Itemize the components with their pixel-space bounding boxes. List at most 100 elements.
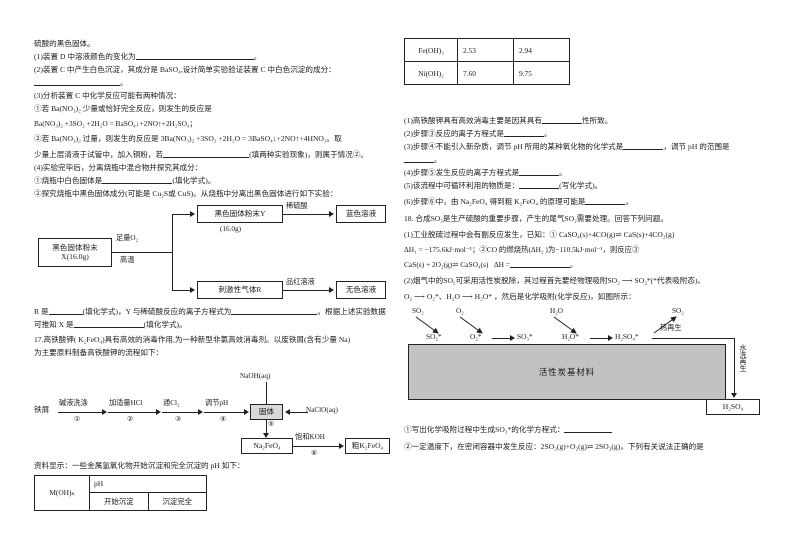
activated-carbon-block: 活性炭基材料 — [408, 343, 726, 400]
q18-part-2-line1: (2)烟气中的SO₂可采用活性炭脱除，其过程首先要经物理吸附SO₂ ⟶ SO₂*… — [404, 276, 706, 286]
flow1-start-box: 黑色固体粉末X(16.0g) — [38, 238, 112, 268]
flow2-step-3-num: ③ — [175, 415, 182, 424]
ph-table-left: M(OH)ₙ pH 开始沉淀 沉淀完全 — [34, 474, 207, 511]
flow1-condition-bottom: 高温 — [120, 256, 135, 265]
q16-part-3-sub2: ②若 Ba(NO₃)₂ 过量，则发生的反应是 3Ba(NO₃)₂ +3SO₂ +… — [34, 133, 342, 143]
ph-table-start-ph: 2.53 — [457, 38, 514, 62]
q16-part-4-sub2: ②探究烧瓶中黑色固体成分(可能是 Cu₂S或 CuS)。从烧瓶中分离出黑色固体进… — [34, 189, 338, 199]
flow2-start-label: 铁屑 — [34, 405, 50, 415]
thermal-regeneration-label: 热再生 — [660, 323, 682, 332]
arrow-icon — [190, 211, 195, 218]
ph-table-subheader-complete: 沉淀完全 — [147, 491, 207, 511]
ph-table-subheader-start: 开始沉淀 — [89, 491, 149, 511]
arrow-icon — [198, 409, 203, 416]
species-h2so4-ads: H₂SO₄* — [615, 331, 639, 341]
flow2-naclo-label: NaClO(aq) — [306, 406, 338, 415]
q18-stem: 18. 合成SO₃是生产硫酸的重要步骤，产生的尾气SO₂需要处理。回答下列问题。 — [404, 214, 668, 224]
flow2-line — [162, 412, 198, 414]
q16-part-2-blank-line: 。 — [34, 77, 390, 88]
flow1-Y-mass: (16.0g) — [220, 225, 241, 234]
table-row: Ni(OH)₂ 7.60 9.75 — [404, 61, 570, 85]
diagonal-arrows — [415, 316, 677, 334]
answer-blank[interactable] — [509, 267, 570, 269]
flowchart-potassium-ferrate: 铁屑 碱液洗涤 ① 加适量HCl ② 通Cl₂ ③ 调节pH ④ NaOH(aq… — [34, 362, 390, 458]
wash-regeneration-label: 水洗再生 — [739, 343, 747, 372]
ph-table-row-header: M(OH)ₙ — [34, 474, 90, 511]
answer-blank[interactable] — [48, 314, 83, 316]
arrow-icon — [329, 211, 334, 218]
answer-blank[interactable] — [503, 135, 544, 137]
answer-blank[interactable] — [541, 123, 582, 124]
flow2-koh-label: 饱和KOH — [295, 433, 325, 442]
species-h2o-ads: H₂O* — [562, 331, 579, 341]
arrow-icon — [608, 334, 613, 341]
q18-part-1: (1)工业脱硫过程中会有副反应发生，已知：① CaSO₄(s)+4CO(g)⇌ … — [404, 229, 675, 239]
answer-blank[interactable] — [519, 187, 560, 189]
q18-part-2-line2: O₂ ⟶ O₂*、H₂O ⟶ H₂O* ，然后是化学吸附(化学反应)，如图所示： — [404, 291, 636, 301]
answer-blank[interactable] — [519, 174, 560, 176]
arrow-icon — [329, 287, 334, 294]
q17-question-1: (1)高铁酸钾具有高效消毒主要是因其具有性所致。 — [404, 116, 613, 125]
answer-blank[interactable] — [623, 148, 664, 150]
species-o2-ads: O₂* — [470, 331, 482, 341]
ph-table-right: Fe(OH)₃ 2.53 2.94 Ni(OH)₂ 7.60 9.75 — [404, 38, 570, 85]
wash-line-vertical — [734, 337, 735, 394]
flow2-step-1-label: 碱液洗涤 — [59, 399, 88, 408]
flow2-step-2-label: 加适量HCl — [109, 399, 143, 408]
flow1-branch-top-line — [172, 214, 190, 216]
flow1-line — [283, 214, 329, 216]
q18-enthalpy-line: ΔH₁ = −175.6kJ·mol⁻¹；②CO 的燃烧热(ΔH₂ )为−110… — [404, 245, 640, 255]
q16-part-4: (4)实验完毕后，分离烧瓶中混合物并探究其成分： — [34, 163, 203, 173]
equation-1: Ba(NO₃)₂ +3SO₂ +2H₂O = BaSO₄↓+2NO↑+2H₂SO… — [34, 118, 197, 128]
gas-label-so2-right: SO₂ — [672, 306, 684, 315]
after-flow1-line2: 可推知 X 是(填化学式)。 — [34, 320, 187, 330]
q16-part-2: (2)装置 C 中产生白色沉淀，其成分是 BaSO₄,设计简单实验验证装置 C … — [34, 64, 336, 74]
flow2-line — [58, 412, 102, 414]
flow1-box-colorless-solution: 无色溶液 — [336, 281, 386, 300]
flow2-step-6-num: ⑥ — [311, 449, 318, 458]
q17-question-4: (4)步骤⑤发生反应的离子方程式是。 — [404, 167, 567, 177]
answer-blank[interactable] — [564, 431, 613, 433]
answer-blank[interactable] — [585, 203, 626, 205]
flow1-line — [112, 252, 172, 254]
q16-part-1: (1)装置 D 中溶液颜色的变化为。 — [34, 51, 262, 61]
ph-table-complete-ph: 9.75 — [513, 61, 570, 85]
arrow-icon — [731, 392, 737, 398]
chain-line — [590, 337, 608, 339]
q18-sub-question-1: ①写出化学吸附过程中生成SO₃*的化学方程式： — [404, 424, 782, 435]
flow2-box-product: 粗K₂FeO₄ — [345, 438, 390, 455]
arrow-icon — [339, 443, 344, 450]
gas-label-o2: O₂ — [456, 306, 464, 315]
flow2-naoh-label: NaOH(aq) — [240, 372, 271, 381]
answer-blank[interactable] — [102, 183, 173, 185]
arrow-icon — [510, 334, 515, 341]
answer-blank[interactable] — [404, 161, 434, 163]
flow1-box-blue-solution: 蓝色溶液 — [336, 205, 386, 224]
flow2-line — [290, 412, 308, 414]
arrow-icon — [190, 287, 195, 294]
flow1-branch-bottom-line — [172, 290, 190, 292]
table-row: Fe(OH)₃ 2.53 2.94 — [404, 38, 570, 62]
answer-blank[interactable] — [231, 314, 318, 316]
flow2-line — [204, 412, 244, 414]
species-so2-ads: SO₂* — [426, 331, 442, 341]
adsorption-diagram: SO₂ O₂ H₂O SO₂ 热再生 SO₂* O₂* — [404, 306, 782, 418]
flow1-box-Y: 黑色固体粉末Y — [197, 205, 283, 224]
flow2-line — [108, 412, 156, 414]
q16-part-4-sub1: ①烧瓶中白色固体是(填化学式)。 — [34, 176, 216, 186]
arrow-icon — [285, 409, 290, 416]
q17-question-6: (6)步骤⑥中，由 Na₂FeO₄ 得到粗 K₂FeO₄ 的原理可能是。 — [404, 196, 634, 206]
flow2-step-3-label: 通Cl₂ — [163, 399, 180, 408]
flow2-step-1-num: ① — [74, 415, 81, 424]
arrow-icon — [244, 409, 249, 416]
answer-blank[interactable] — [135, 58, 254, 60]
flow1-line — [283, 290, 329, 292]
flow1-reagent-dilute-acid: 稀硫酸 — [286, 202, 308, 211]
answer-blank[interactable] — [34, 84, 120, 86]
ph-table-ph-header: pH — [89, 474, 207, 493]
flow2-step-4-label: 调节pH — [205, 399, 229, 408]
answer-blank[interactable] — [73, 327, 144, 329]
answer-blank[interactable] — [163, 157, 250, 159]
flow1-reagent-fuchsin: 品红溶液 — [286, 278, 315, 287]
flow2-step-5-num: ⑤ — [268, 420, 275, 429]
